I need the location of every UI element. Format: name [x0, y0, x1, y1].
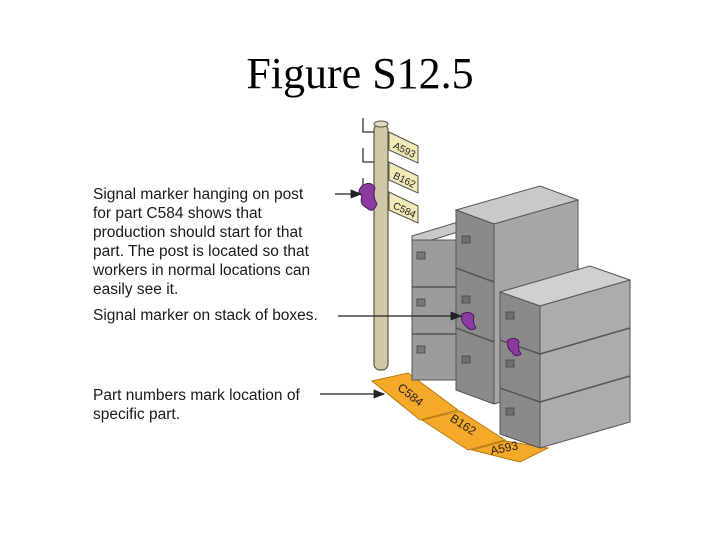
callout-signal-post: Signal marker hanging on post for part C…: [93, 185, 310, 299]
post-sign-c584: [388, 191, 419, 224]
leader-arrows: [320, 189, 463, 399]
callout-signal-post-line: part. The post is located so that: [93, 243, 309, 260]
floor-label-c584: [370, 372, 460, 421]
callout-signal-stack-line: Signal marker on stack of boxes.: [93, 307, 318, 324]
floor-label-text: A593: [489, 438, 520, 458]
callout-signal-post-line: Signal marker hanging on post: [93, 186, 304, 203]
signal-post: A593 B162 C584: [358, 118, 419, 371]
callout-signal-post-line: production should start for that: [93, 224, 303, 241]
callout-part-numbers: Part numbers mark location of specific p…: [93, 386, 300, 424]
callout-signal-post-line: easily see it.: [93, 281, 179, 298]
signal-marker-post: [358, 182, 378, 211]
hook-icon: [362, 118, 374, 133]
floor-label-a593: [470, 440, 550, 463]
box-stack-front: [498, 265, 632, 449]
post-sign-a593: [388, 131, 419, 164]
box-stack-back: [411, 221, 461, 381]
hook-icon: [362, 148, 374, 163]
figure-title: Figure S12.5: [246, 49, 474, 98]
callout-part-numbers-line: specific part.: [93, 406, 181, 423]
callout-signal-stack: Signal marker on stack of boxes.: [93, 306, 318, 325]
callout-part-numbers-line: Part numbers mark location of: [93, 387, 300, 404]
floor-label-b162: [420, 410, 507, 451]
signal-marker-stack: [461, 311, 477, 331]
callout-signal-post-line: for part C584 shows that: [93, 205, 262, 222]
signal-marker-stack-front: [507, 337, 522, 357]
post-sign-b162: [388, 161, 419, 194]
floor-part-labels: C584 B162 A593: [370, 372, 550, 463]
callout-signal-post-line: workers in normal locations can: [93, 262, 311, 279]
